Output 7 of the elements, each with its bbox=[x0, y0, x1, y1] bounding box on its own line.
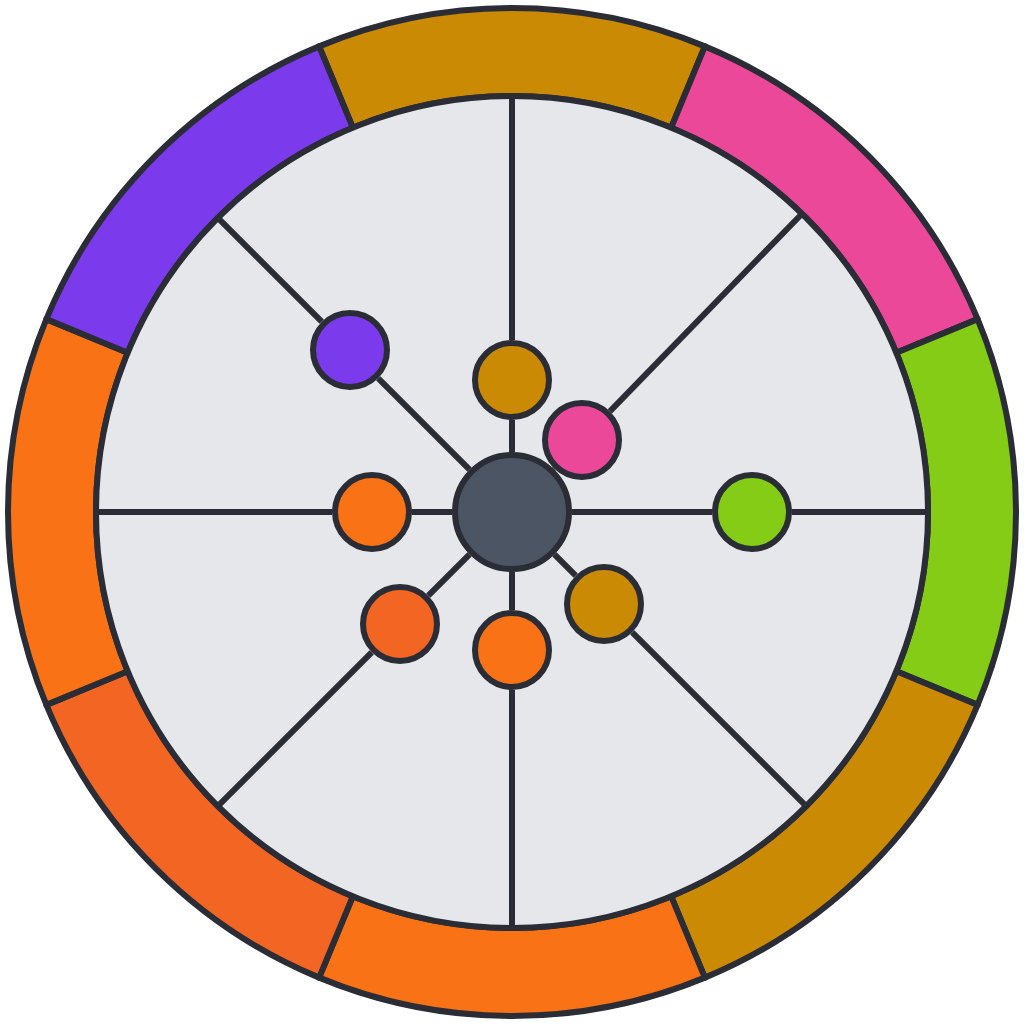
connector-line bbox=[426, 552, 472, 598]
connector-line bbox=[509, 420, 515, 452]
connector-line bbox=[552, 552, 578, 578]
connector-line bbox=[572, 509, 712, 515]
connector-line bbox=[509, 572, 515, 610]
connector-line bbox=[412, 509, 452, 515]
connector-line bbox=[376, 376, 472, 472]
